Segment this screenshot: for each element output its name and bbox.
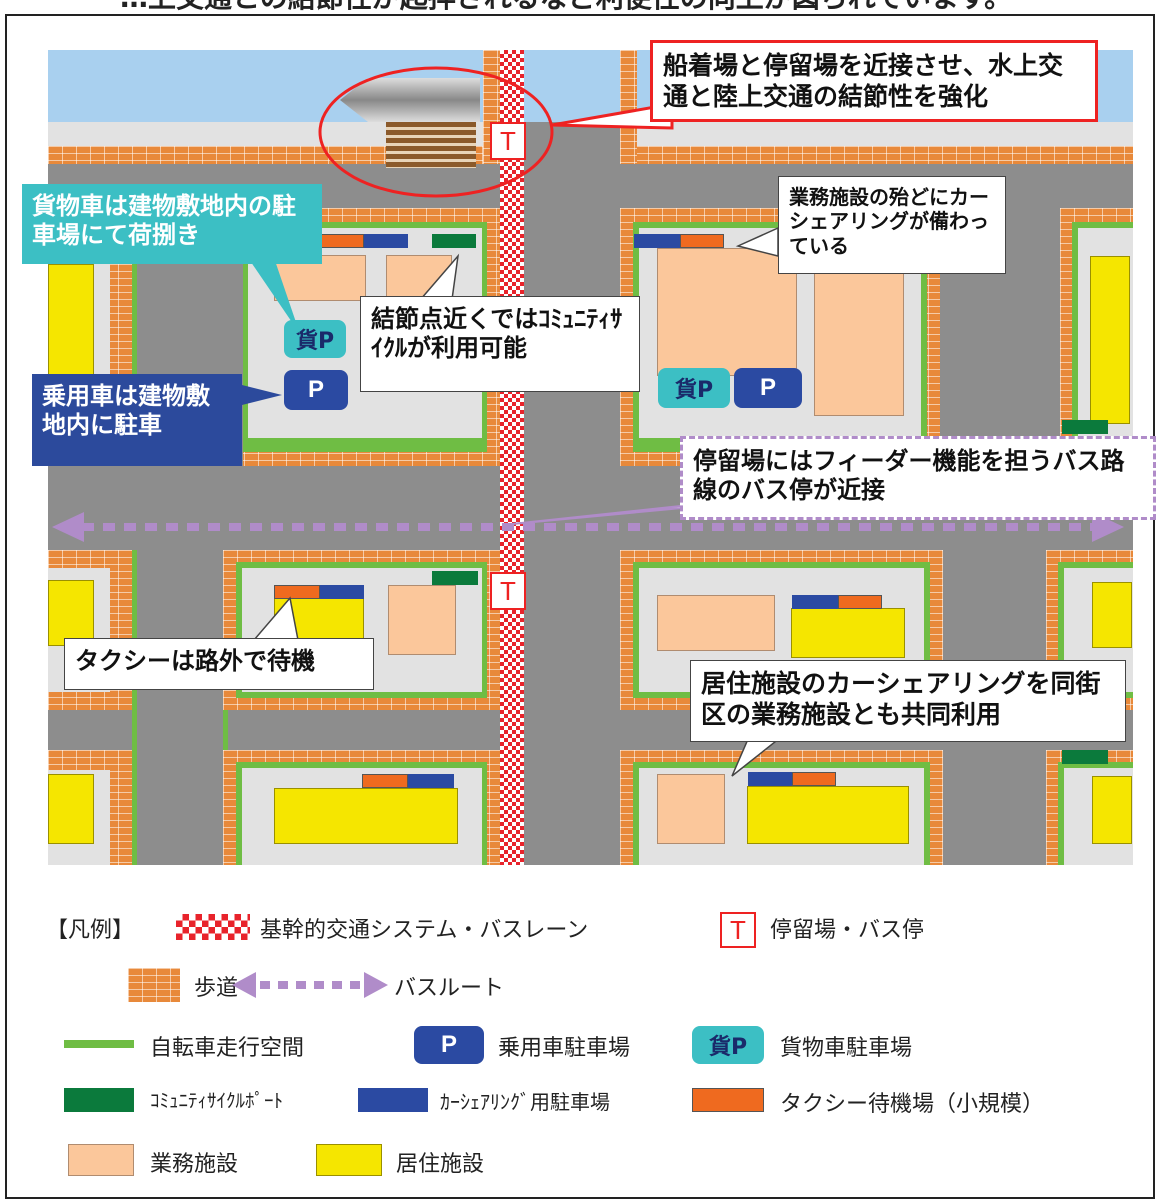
cycle-port — [432, 234, 476, 248]
legend-busway-swatch — [176, 914, 250, 940]
legend-bike-lane-swatch — [64, 1040, 134, 1048]
taxi-stand — [838, 595, 882, 609]
cycle-port — [1062, 750, 1108, 764]
legend-sidewalk-swatch — [128, 968, 180, 1002]
legend-busway-label: 基幹的交通システム・バスレーン — [260, 918, 589, 943]
legend-heading: 【凡例】 — [46, 918, 135, 943]
busway-lane — [500, 50, 524, 865]
office-building — [657, 595, 775, 651]
bike-lane — [132, 550, 137, 865]
ferry-highlight-ellipse — [318, 66, 554, 198]
freight-parking-badge: 貨P — [658, 368, 730, 408]
cycle-port — [432, 571, 478, 585]
carshare-parking — [792, 595, 838, 609]
freight-parking-badge: 貨P — [284, 320, 346, 358]
residential-building — [48, 774, 94, 844]
residential-building — [791, 608, 905, 658]
parking-badge: P — [284, 370, 348, 410]
legend-cycle-port-label: ｺﾐｭﾆﾃｨｻｲｸﾙﾎﾟｰﾄ — [150, 1090, 284, 1112]
office-building — [814, 248, 904, 416]
office-building — [657, 248, 797, 376]
sidewalk — [620, 50, 637, 164]
ferry-boat — [340, 78, 480, 122]
office-building — [388, 585, 456, 655]
parking-badge: P — [734, 368, 802, 408]
legend-stop-symbol: T — [720, 912, 756, 948]
legend-freight-symbol: 貨P — [692, 1026, 764, 1064]
residential-carshare-callout: 居住施設のカーシェアリングを同街区の業務施設とも共同利用 — [690, 660, 1126, 742]
legend-cycle-port-swatch — [64, 1088, 134, 1112]
legend-carshare-swatch — [358, 1088, 428, 1112]
callout-tail — [252, 596, 299, 641]
taxi-stand — [680, 234, 724, 248]
carshare-parking — [320, 585, 364, 599]
legend-stop-label: 停留場・バス停 — [770, 918, 925, 943]
legend-office-swatch — [68, 1144, 134, 1176]
legend-bike-lane-label: 自転車走行空間 — [150, 1036, 305, 1061]
carshare-parking — [408, 774, 454, 788]
stop-marker: T — [490, 572, 526, 610]
legend-bus-route-label: バスルート — [394, 976, 505, 1001]
callout-tail — [735, 226, 779, 257]
stop-marker: T — [490, 122, 526, 160]
ferry-connection-callout: 船着場と停留場を近接させ、水上交通と陸上交通の結節性を強化 — [650, 40, 1098, 122]
sidewalk — [620, 146, 1133, 164]
taxi-waiting-callout: タクシーは路外で待機 — [64, 638, 374, 690]
legend-taxi-swatch — [692, 1088, 764, 1112]
quay — [623, 122, 1133, 146]
community-cycle-callout: 結節点近くではｺﾐｭﾆﾃｨｻｲｸﾙが利用可能 — [360, 296, 640, 392]
carshare-parking — [364, 234, 408, 248]
cutoff-caption: …上交通との結節性が起拝されるなど利便性の向上が図られています。 — [120, 0, 1012, 16]
residential-building — [1090, 256, 1130, 424]
residential-building — [1092, 582, 1132, 648]
carshare-parking — [634, 234, 680, 248]
office-building — [657, 774, 725, 844]
residential-building — [274, 788, 458, 844]
pier — [386, 122, 476, 168]
callout-tail — [240, 246, 300, 334]
carshare-parking — [748, 772, 792, 786]
legend-parking-symbol: P — [414, 1026, 484, 1064]
legend-parking-label: 乗用車駐車場 — [498, 1036, 631, 1061]
residential-building — [1092, 776, 1132, 844]
legend-freight-label: 貨物車駐車場 — [780, 1036, 913, 1061]
residential-building — [747, 786, 909, 844]
legend-carshare-label: ｶｰｼｪｱﾘﾝｸﾞ用駐車場 — [440, 1090, 610, 1114]
road — [137, 550, 223, 865]
carshare-office-callout: 業務施設の殆どにカーシェアリングが備わっている — [778, 176, 1006, 274]
taxi-stand — [362, 774, 408, 788]
legend-office-label: 業務施設 — [150, 1152, 239, 1177]
legend-sidewalk-label: 歩道 — [194, 976, 239, 1001]
legend-residential-swatch — [316, 1144, 382, 1176]
feeder-bus-callout: 停留場にはフィーダー機能を担うバス路線のバス停が近接 — [680, 436, 1156, 520]
passenger-car-callout: 乗用車は建物敷地内に駐車 — [32, 374, 242, 466]
legend-bus-route-swatch — [232, 972, 388, 998]
figure-frame — [5, 14, 1155, 1199]
freight-loading-callout: 貨物車は建物敷地内の駐車場にて荷捌き — [22, 184, 322, 264]
cycle-port — [1062, 420, 1108, 434]
taxi-stand — [274, 585, 320, 599]
callout-tail — [238, 384, 282, 406]
bus-route-arrow-left — [52, 512, 84, 542]
taxi-stand — [792, 772, 836, 786]
legend-residential-label: 居住施設 — [396, 1152, 485, 1177]
legend-taxi-label: タクシー待機場（小規模） — [780, 1092, 1045, 1117]
